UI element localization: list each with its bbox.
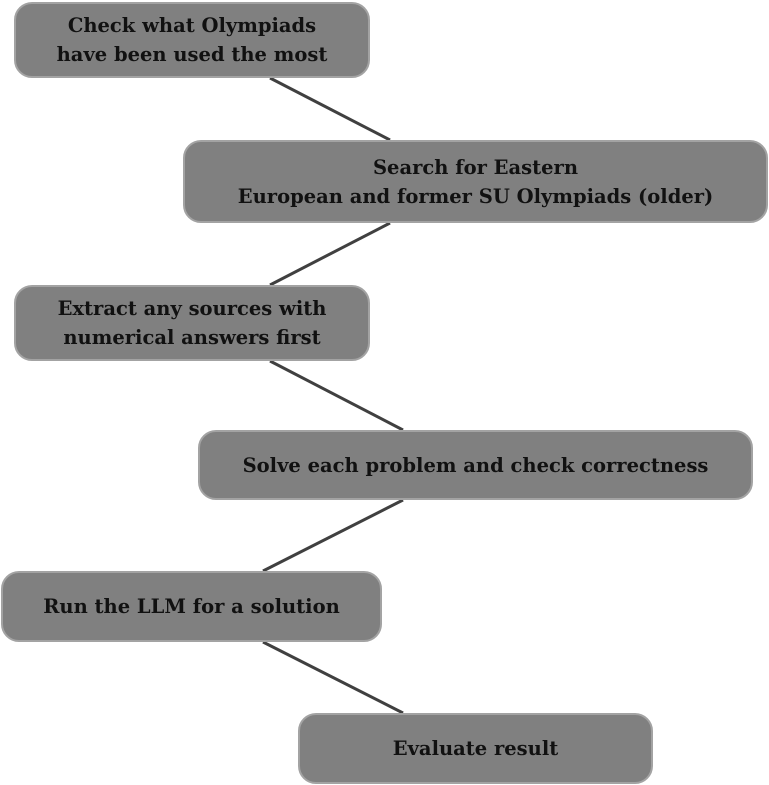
- step-check-olympiads: Check what Olympiads have been used the …: [14, 2, 370, 78]
- edge-1-2: [269, 76, 391, 142]
- step-solve-problems: Solve each problem and check correctness: [198, 430, 753, 500]
- edge-2-3: [269, 221, 391, 287]
- edge-4-5: [262, 498, 404, 573]
- edge-3-4: [269, 359, 404, 432]
- step-evaluate-result: Evaluate result: [298, 713, 653, 784]
- edge-5-6: [262, 640, 404, 715]
- step-extract-sources: Extract any sources with numerical answe…: [14, 285, 370, 361]
- step-run-llm: Run the LLM for a solution: [1, 571, 382, 642]
- step-search-eastern-european: Search for Eastern European and former S…: [183, 140, 768, 223]
